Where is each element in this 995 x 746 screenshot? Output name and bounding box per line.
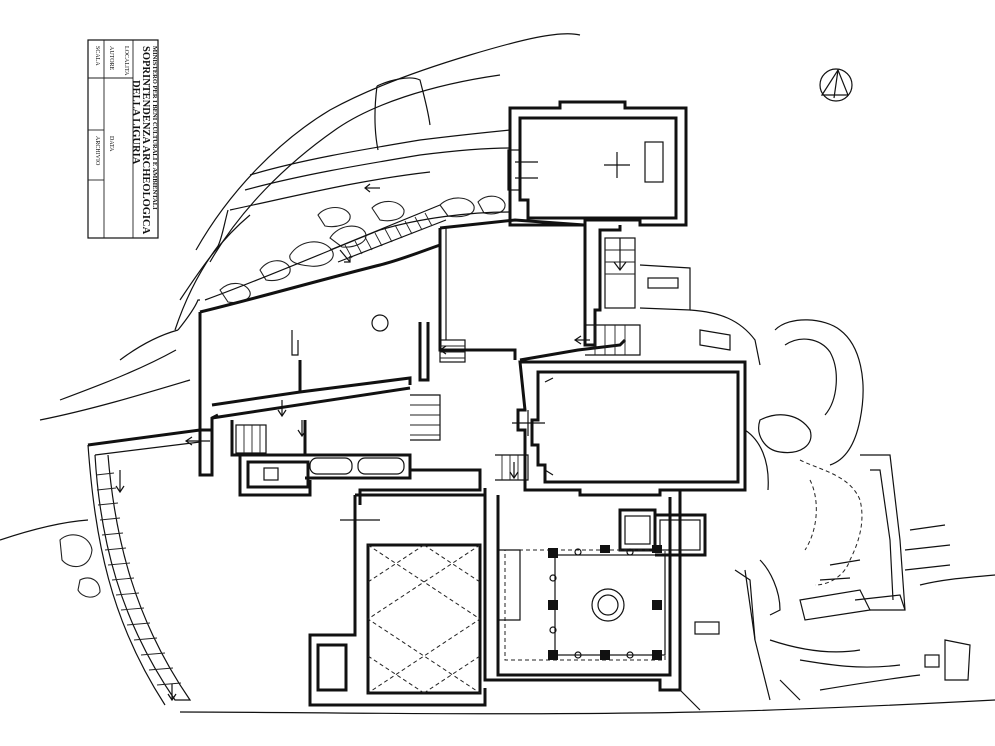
west-terrace	[0, 428, 212, 706]
north-arrow-icon	[819, 68, 853, 102]
office-line2-text: DELLA LIGURIA	[130, 80, 141, 165]
direction-arrows	[115, 183, 590, 702]
title-cartouche: MINISTERO PER I BENI CULTURALI E AMBIENT…	[87, 39, 159, 239]
west-building	[198, 243, 441, 477]
ground-line	[179, 679, 995, 715]
archive-field: ARCHIVIO	[94, 136, 100, 166]
central-terrace	[438, 218, 641, 363]
scale-field: SCALA	[94, 46, 100, 66]
upper-stair	[329, 204, 447, 263]
terrain-contours	[39, 33, 581, 421]
ministry-text: MINISTERO PER I BENI CULTURALI E AMBIENT…	[151, 46, 158, 210]
locality-field: LOCALITA	[123, 46, 129, 76]
cloister	[483, 488, 707, 692]
date-field: DATA	[108, 136, 114, 152]
upper-chapel	[507, 100, 688, 227]
office-line1-text: SOPRINTENDENZA ARCHEOLOGICA	[140, 46, 151, 235]
garden-court	[308, 493, 487, 707]
main-church	[495, 360, 747, 497]
east-ruins	[689, 309, 995, 701]
author-field: AUTORE	[108, 46, 114, 71]
connecting-corridor	[583, 225, 691, 347]
rock-boulders	[204, 195, 511, 304]
